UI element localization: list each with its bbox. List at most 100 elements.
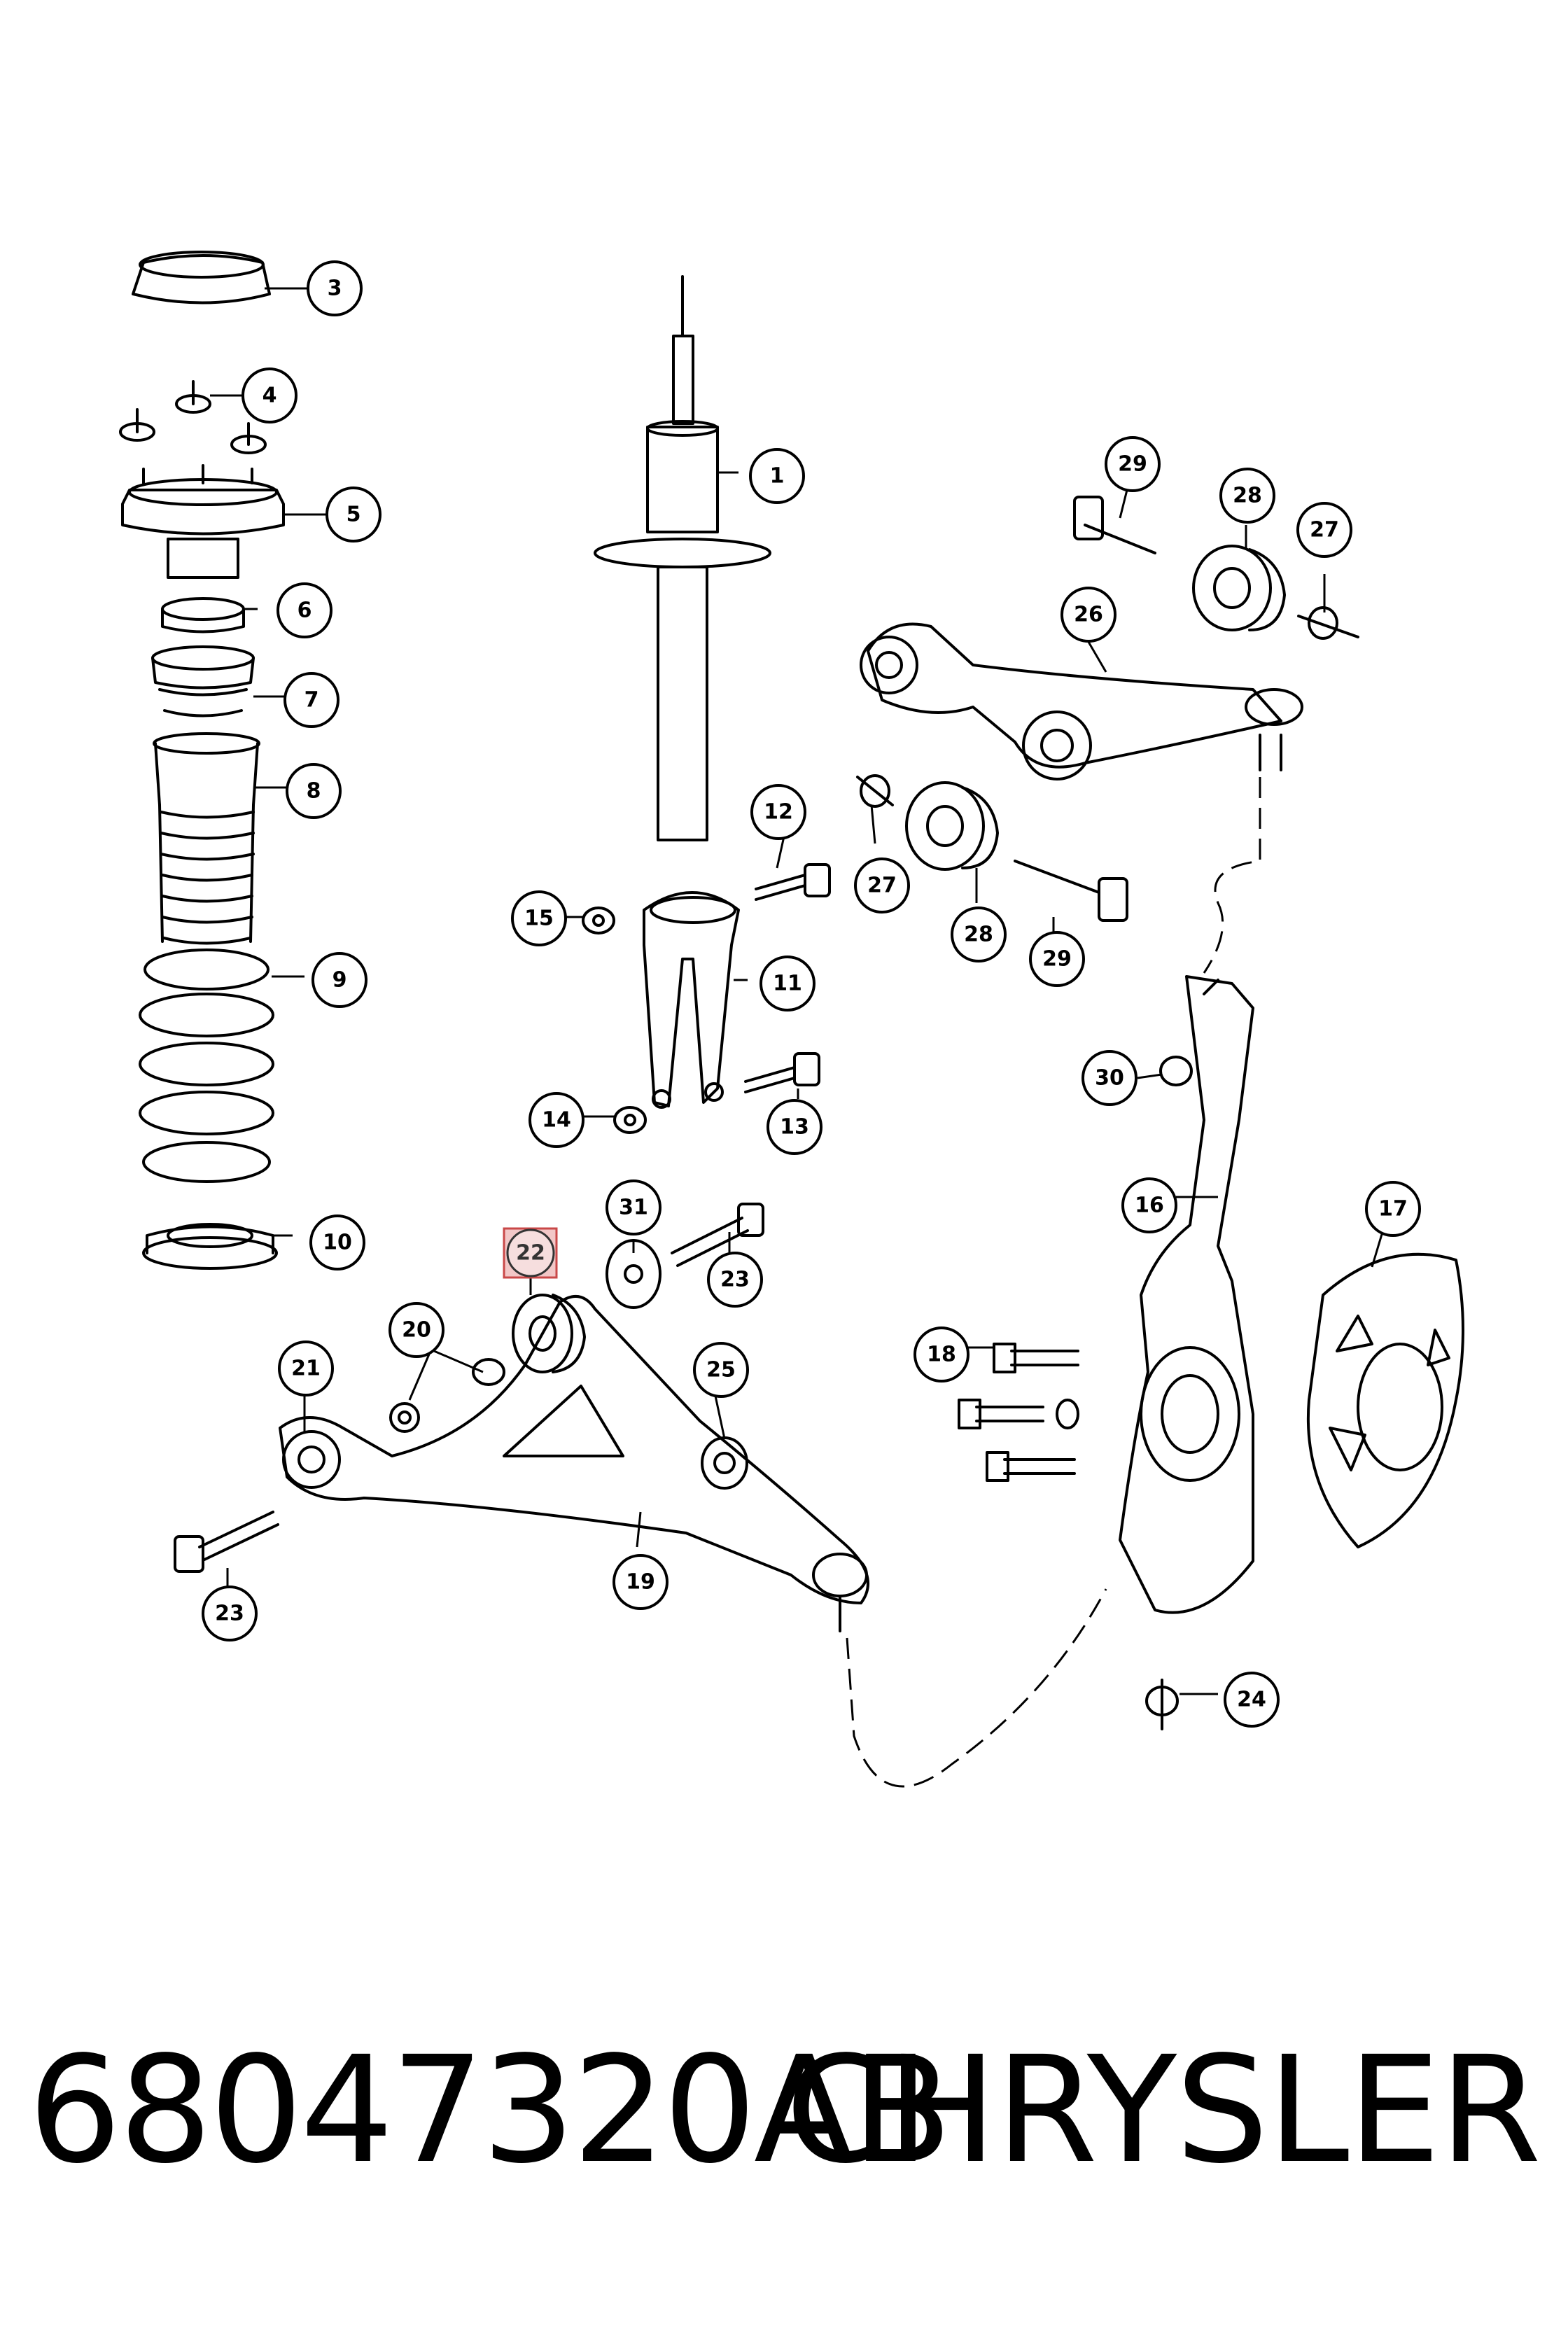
svg-text:20: 20: [402, 1318, 431, 1343]
svg-text:25: 25: [706, 1358, 736, 1382]
callout-17: 17: [1365, 1181, 1421, 1237]
part-9-coil-spring: [139, 948, 274, 1183]
svg-text:24: 24: [1237, 1688, 1266, 1712]
svg-text:15: 15: [524, 906, 554, 931]
part-15-nut: [582, 906, 615, 934]
callout-5: 5: [326, 486, 382, 542]
callout-25: 25: [693, 1342, 749, 1398]
part-16-steering-knuckle: [1119, 975, 1254, 1614]
callout-28-upper: 28: [1219, 468, 1275, 524]
brand-name: CHRYSLER: [785, 2024, 1541, 2196]
svg-text:16: 16: [1135, 1194, 1164, 1218]
callout-18: 18: [913, 1326, 969, 1382]
svg-text:13: 13: [780, 1115, 809, 1140]
svg-text:10: 10: [323, 1231, 352, 1255]
callout-16: 16: [1121, 1177, 1177, 1233]
svg-text:9: 9: [332, 968, 347, 993]
callout-27-lower: 27: [854, 858, 910, 913]
callout-20: 20: [388, 1302, 444, 1358]
svg-text:27: 27: [867, 874, 897, 898]
part-number: 68047320AB: [28, 2024, 953, 2196]
callout-26: 26: [1060, 587, 1116, 643]
callout-23-upper: 23: [707, 1252, 763, 1308]
callout-14: 14: [528, 1092, 584, 1148]
svg-text:28: 28: [964, 923, 993, 947]
part-22-bushing: [512, 1294, 586, 1373]
callout-29-upper: 29: [1105, 436, 1161, 492]
svg-text:31: 31: [619, 1196, 648, 1220]
svg-text:19: 19: [626, 1570, 655, 1595]
part-8-dust-boot: [153, 732, 260, 945]
part-18-knuckle-bolts: [958, 1343, 1079, 1482]
leader-lines: [210, 287, 1386, 1695]
svg-text:29: 29: [1118, 452, 1147, 477]
part-25-bushing: [701, 1436, 748, 1490]
part-1-strut: [594, 275, 771, 841]
callout-11: 11: [760, 955, 816, 1011]
part-13-fork-bolt: [744, 1052, 820, 1093]
callout-10: 10: [309, 1214, 365, 1270]
part-24-nut: [1145, 1679, 1179, 1730]
part-12-fork-bolt: [755, 863, 831, 901]
svg-text:18: 18: [927, 1343, 956, 1367]
callout-27-upper: 27: [1296, 502, 1352, 558]
svg-text:4: 4: [262, 384, 277, 408]
svg-text:11: 11: [773, 972, 802, 996]
callout-30: 30: [1082, 1050, 1138, 1106]
svg-text:27: 27: [1310, 518, 1339, 542]
svg-text:12: 12: [764, 800, 793, 825]
callout-29-lower: 29: [1029, 931, 1085, 987]
part-3-mount-cover: [132, 251, 271, 304]
callout-1: 1: [749, 448, 805, 504]
part-30-nut: [1159, 1056, 1193, 1086]
part-4-mount-nuts: [119, 380, 267, 454]
callout-8: 8: [286, 763, 342, 819]
svg-text:23: 23: [215, 1602, 244, 1626]
part-17-dust-shield: [1306, 1252, 1464, 1548]
callout-19: 19: [612, 1554, 668, 1610]
svg-text:17: 17: [1378, 1197, 1408, 1222]
callout-15: 15: [511, 890, 567, 946]
svg-text:23: 23: [720, 1268, 750, 1292]
callout-24: 24: [1224, 1672, 1280, 1728]
svg-text:6: 6: [298, 598, 312, 623]
part-7-bump-stop: [151, 645, 255, 718]
callout-22-highlighted: 22: [503, 1227, 558, 1279]
callout-23-lower: 23: [202, 1586, 258, 1642]
part-23-upper-bolt: [671, 1203, 764, 1267]
part-29-upper-bolt: [1073, 496, 1156, 554]
part-10-lower-spring-seat: [142, 1223, 278, 1270]
part-11-strut-fork: [643, 891, 740, 1109]
callout-13: 13: [766, 1099, 822, 1155]
svg-text:28: 28: [1233, 484, 1262, 508]
callout-31: 31: [606, 1180, 662, 1236]
svg-text:22: 22: [516, 1241, 545, 1266]
part-28-lower-bushing: [905, 781, 999, 871]
part-14-nut: [613, 1106, 647, 1134]
part-6-bearing: [161, 597, 245, 634]
part-5-upper-mount: [121, 464, 285, 579]
svg-text:21: 21: [291, 1357, 321, 1381]
svg-text:26: 26: [1074, 603, 1103, 627]
part-20-nut-washer: [389, 1358, 505, 1433]
parts-footer: 68047320AB CHRYSLER: [0, 2030, 1568, 2240]
svg-text:3: 3: [328, 276, 342, 301]
callout-12: 12: [750, 784, 806, 840]
callout-9: 9: [312, 952, 368, 1008]
part-19-lower-control-arm: [279, 1295, 869, 1632]
svg-text:1: 1: [770, 464, 785, 489]
suspension-exploded-diagram: 1 3 4 5 6 7 8 9: [119, 251, 1464, 1788]
callout-6: 6: [276, 582, 332, 638]
svg-text:14: 14: [542, 1108, 571, 1133]
part-26-upper-control-arm: [860, 622, 1303, 780]
callout-3: 3: [307, 260, 363, 316]
svg-text:5: 5: [346, 503, 361, 527]
svg-text:30: 30: [1095, 1066, 1124, 1091]
part-27-lower-nut: [856, 774, 894, 808]
callout-21: 21: [278, 1340, 334, 1396]
callout-7: 7: [284, 672, 340, 728]
svg-text:29: 29: [1042, 947, 1072, 972]
part-23-lower-bolt: [174, 1511, 279, 1573]
svg-text:8: 8: [307, 779, 321, 804]
callout-28-lower: 28: [951, 906, 1007, 962]
